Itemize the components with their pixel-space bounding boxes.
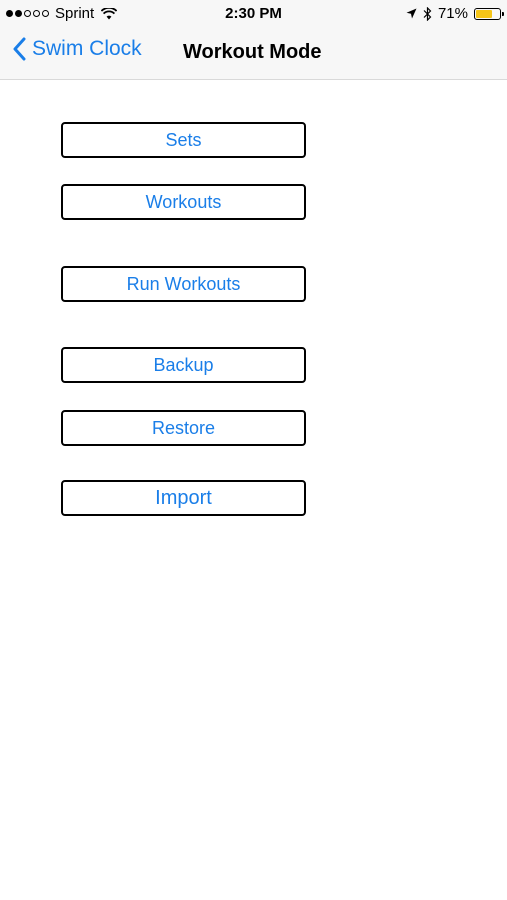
carrier-name: Sprint (55, 5, 95, 22)
bluetooth-icon (423, 6, 432, 21)
run-workouts-button[interactable]: Run Workouts (61, 266, 306, 302)
back-button[interactable]: Swim Clock (12, 37, 142, 61)
sets-button[interactable]: Sets (61, 122, 306, 158)
battery-icon (474, 7, 504, 20)
signal-dots-icon (6, 10, 49, 17)
battery-percent: 71% (437, 5, 468, 22)
chevron-left-icon (13, 37, 26, 61)
restore-button[interactable]: Restore (61, 410, 306, 446)
status-left: Sprint (6, 5, 118, 22)
navigation-bar: Swim Clock Workout Mode (0, 28, 507, 80)
workouts-button[interactable]: Workouts (61, 184, 306, 220)
status-time: 2:30 PM (225, 5, 282, 22)
import-button[interactable]: Import (61, 480, 306, 516)
wifi-icon (101, 7, 118, 19)
status-bar: Sprint 2:30 PM 71% (0, 0, 507, 28)
backup-button[interactable]: Backup (61, 347, 306, 383)
back-button-label: Swim Clock (32, 37, 142, 60)
page-title: Workout Mode (183, 41, 322, 63)
battery-fill (476, 9, 492, 18)
location-arrow-icon (406, 8, 417, 19)
status-right: 71% (406, 5, 504, 22)
